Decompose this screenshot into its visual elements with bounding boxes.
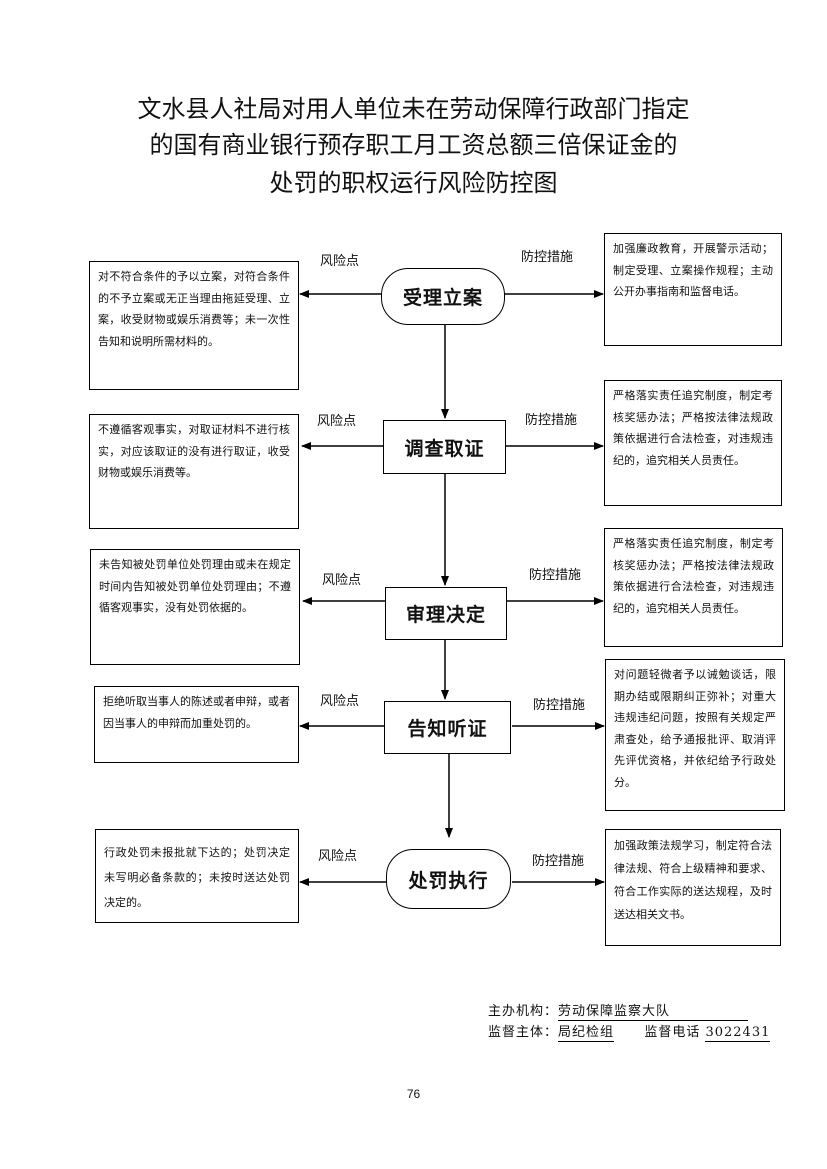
risk-box-4: 拒绝听取当事人的陈述或者申辩，或者因当事人的申辩而加重处罚的。 <box>94 686 299 763</box>
step-node-4: 告知听证 <box>384 701 511 754</box>
control-label-5: 防控措施 <box>532 854 585 869</box>
risk-box-5: 行政处罚未报批就下达的；处罚决定未写明必备条款的；未按时送达处罚决定的。 <box>95 829 299 923</box>
risk-label-5: 风险点 <box>318 849 358 864</box>
footer-org-value: 劳动保障监察大队 <box>558 1004 671 1019</box>
control-box-4: 对问题轻微者予以诫勉谈话，限期办结或限期纠正弥补；对重大违规违纪问题，按照有关规… <box>605 659 785 811</box>
control-box-3: 严格落实责任追究制度，制定考核奖惩办法；严格按法律法规政策依据进行合法检查，对违… <box>604 528 783 647</box>
risk-label-4: 风险点 <box>320 694 360 709</box>
footer-org-label: 主办机构： <box>488 1004 559 1019</box>
page-number: 76 <box>406 1087 421 1101</box>
step-node-3: 审理决定 <box>385 587 507 640</box>
risk-label-3: 风险点 <box>322 573 362 588</box>
title-line-3: 处罚的职权运行风险防控图 <box>269 169 558 197</box>
risk-box-3: 未告知被处罚单位处罚理由或未在规定时间内告知被处罚单位处罚理由；不遵循客观事实，… <box>90 549 300 665</box>
control-box-2: 严格落实责任追究制度，制定考核奖惩办法；严格按法律法规政策依据进行合法检查，对违… <box>604 380 782 506</box>
footer-supervisor: 监督主体：局纪检组 监督电话 3022431 <box>488 1021 771 1042</box>
risk-label-1: 风险点 <box>320 254 360 269</box>
footer-org: 主办机构：劳动保障监察大队 <box>488 1000 749 1021</box>
control-label-3: 防控措施 <box>529 568 582 583</box>
control-label-4: 防控措施 <box>533 698 586 713</box>
footer-supervisor-label: 监督主体： <box>488 1025 559 1040</box>
footer-supervisor-value: 局纪检组 <box>558 1025 615 1040</box>
title-line-2: 的国有商业银行预存职工月工资总额三倍保证金的 <box>149 131 678 159</box>
footer-phone-label: 监督电话 <box>644 1025 701 1040</box>
step-node-1: 受理立案 <box>381 268 505 325</box>
risk-label-2: 风险点 <box>317 414 357 429</box>
step-node-5: 处罚执行 <box>386 849 511 909</box>
control-box-5: 加强政策法规学习，制定符合法律法规、符合上级精神和要求、符合工作实际的送达规程，… <box>605 829 781 946</box>
risk-box-2: 不遵循客观事实，对取证材料不进行核实，对应该取证的没有进行取证，收受财物或娱乐消… <box>89 414 299 529</box>
control-box-1: 加强廉政教育，开展警示活动；制定受理、立案操作规程；主动公开办事指南和监督电话。 <box>604 233 782 346</box>
control-label-1: 防控措施 <box>521 250 574 265</box>
footer-phone-value: 3022431 <box>705 1025 771 1040</box>
title-line-1: 文水县人社局对用人单位未在劳动保障行政部门指定 <box>137 95 690 123</box>
control-label-2: 防控措施 <box>525 413 578 428</box>
risk-box-1: 对不符合条件的予以立案，对符合条件的不予立案或无正当理由拖延受理、立案，收受财物… <box>89 261 299 390</box>
step-node-2: 调查取证 <box>383 420 506 474</box>
